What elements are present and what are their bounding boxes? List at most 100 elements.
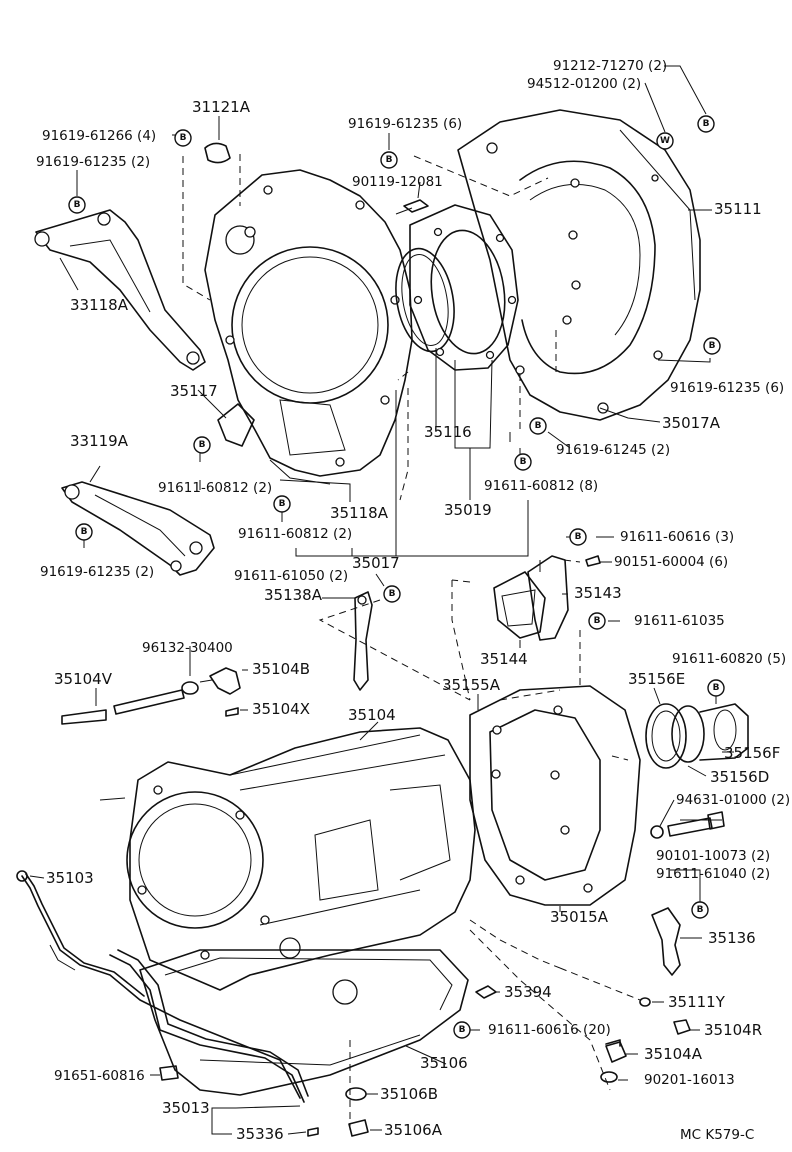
label-91212-71270: 91212-71270 (2): [553, 58, 667, 74]
label-35116: 35116: [424, 423, 472, 441]
label-35118A: 35118A: [330, 504, 389, 522]
label-35156D: 35156D: [710, 768, 769, 786]
svg-text:B: B: [697, 905, 704, 915]
part-90101-bolt: [650, 811, 725, 839]
badges: B W B B B B B B B B B B B B B B B: [68, 115, 725, 1039]
svg-text:B: B: [74, 200, 81, 210]
label-35103: 35103: [46, 869, 94, 887]
badge-b-12: B: [383, 585, 401, 603]
badge-b-1: B: [697, 115, 715, 133]
label-35015A: 35015A: [550, 908, 609, 926]
label-91611-60812-2b: 91611-60812 (2): [238, 526, 352, 542]
svg-text:W: W: [660, 136, 670, 146]
alignment-lines: [182, 154, 641, 1130]
part-35116-oring: [395, 247, 455, 353]
part-35111-converter-housing: [457, 109, 701, 421]
svg-text:B: B: [389, 589, 396, 599]
svg-text:B: B: [703, 119, 710, 129]
part-35144-cover: [493, 571, 546, 639]
part-35104R-plug: [673, 1019, 691, 1035]
svg-text:B: B: [279, 499, 286, 509]
label-35104X: 35104X: [252, 700, 310, 718]
label-35104: 35104: [348, 706, 396, 724]
part-35111Y-clip: [639, 997, 651, 1007]
label-94512-01200: 94512-01200 (2): [527, 76, 641, 92]
part-35104-transmission-case: [99, 727, 476, 991]
label-90119-12081: 90119-12081: [352, 174, 443, 190]
part-35394-magnet: [475, 985, 497, 999]
label-35104R: 35104R: [704, 1021, 762, 1039]
leader-lines: [29, 65, 734, 1135]
part-91651-bolt: [159, 1065, 179, 1081]
badge-b-10: B: [75, 523, 93, 541]
badge-b-9: B: [273, 495, 291, 513]
part-90151-screw: [585, 555, 601, 567]
label-35104A: 35104A: [644, 1045, 703, 1063]
label-35111Y: 35111Y: [668, 993, 726, 1011]
part-90119-bolt: [395, 199, 429, 215]
label-35019: 35019: [444, 501, 492, 519]
label-91611-60820: 91611-60820 (5): [672, 651, 786, 667]
svg-text:B: B: [713, 683, 720, 693]
part-35118A-housing: [204, 169, 413, 485]
badge-b-6: B: [529, 417, 547, 435]
label-91611-61040: 91611-61040 (2): [656, 866, 770, 882]
label-35156F: 35156F: [724, 744, 780, 762]
badge-b-13: B: [588, 612, 606, 630]
label-35106B: 35106B: [380, 1085, 438, 1103]
part-35136-lever: [651, 907, 681, 976]
label-35394: 35394: [504, 983, 552, 1001]
label-35017: 35017: [352, 554, 400, 572]
label-91619-61235-2-bottom: 91619-61235 (2): [40, 564, 154, 580]
label-91619-61245: 91619-61245 (2): [556, 442, 670, 458]
badge-b-15: B: [691, 901, 709, 919]
part-35019-plate: [409, 204, 519, 371]
diagram-id: MC K579-C: [680, 1127, 754, 1143]
svg-text:B: B: [520, 457, 527, 467]
svg-text:B: B: [594, 616, 601, 626]
svg-text:B: B: [386, 155, 393, 165]
badge-w-1: W: [656, 132, 674, 150]
badge-b-3: B: [380, 151, 398, 169]
badge-b-2: B: [174, 129, 192, 147]
svg-text:B: B: [575, 532, 582, 542]
svg-text:B: B: [199, 440, 206, 450]
part-35143-plate: [527, 555, 569, 641]
label-35155A: 35155A: [442, 676, 501, 694]
part-35138A-lever: [353, 591, 373, 691]
label-91611-60616-20: 91611-60616 (20): [488, 1022, 611, 1038]
label-90101-10073: 90101-10073 (2): [656, 848, 770, 864]
label-35106A: 35106A: [384, 1121, 443, 1139]
label-90151-60004: 90151-60004 (6): [614, 554, 728, 570]
label-91611-60812-8: 91611-60812 (8): [484, 478, 598, 494]
label-35111: 35111: [714, 200, 762, 218]
badge-b-14: B: [707, 679, 725, 697]
part-35106B-gasket: [345, 1087, 367, 1101]
part-35336-clip: [307, 1127, 319, 1137]
svg-text:B: B: [709, 341, 716, 351]
label-91611-61035: 91611-61035: [634, 613, 725, 629]
label-91651-60816: 91651-60816: [54, 1068, 145, 1084]
part-35117-cover: [217, 403, 255, 447]
part-35103-dipstick: [16, 870, 309, 1103]
label-35156E: 35156E: [628, 670, 685, 688]
label-96132-30400: 96132-30400: [142, 640, 233, 656]
badge-b-8: B: [514, 453, 532, 471]
badge-b-16: B: [453, 1021, 471, 1039]
part-35106A-drain-plug: [348, 1119, 369, 1137]
part-35104B-fitting: [199, 667, 241, 695]
label-91619-61235-2-top: 91619-61235 (2): [36, 154, 150, 170]
label-94631-01000: 94631-01000 (2): [676, 792, 790, 808]
part-35104A-drain-plug: [605, 1039, 627, 1063]
part-35015A-extension-housing: [469, 685, 641, 906]
label-90201-16013: 90201-16013: [644, 1072, 735, 1088]
label-91611-60616-3: 91611-60616 (3): [620, 529, 734, 545]
part-35104V-pipes: [61, 681, 199, 725]
part-90201-gasket: [600, 1071, 618, 1083]
part-35106-oil-pan: [139, 949, 469, 1096]
label-31121A: 31121A: [192, 98, 251, 116]
label-35336: 35336: [236, 1125, 284, 1143]
label-35144: 35144: [480, 650, 528, 668]
label-91611-60812-2a: 91611-60812 (2): [158, 480, 272, 496]
